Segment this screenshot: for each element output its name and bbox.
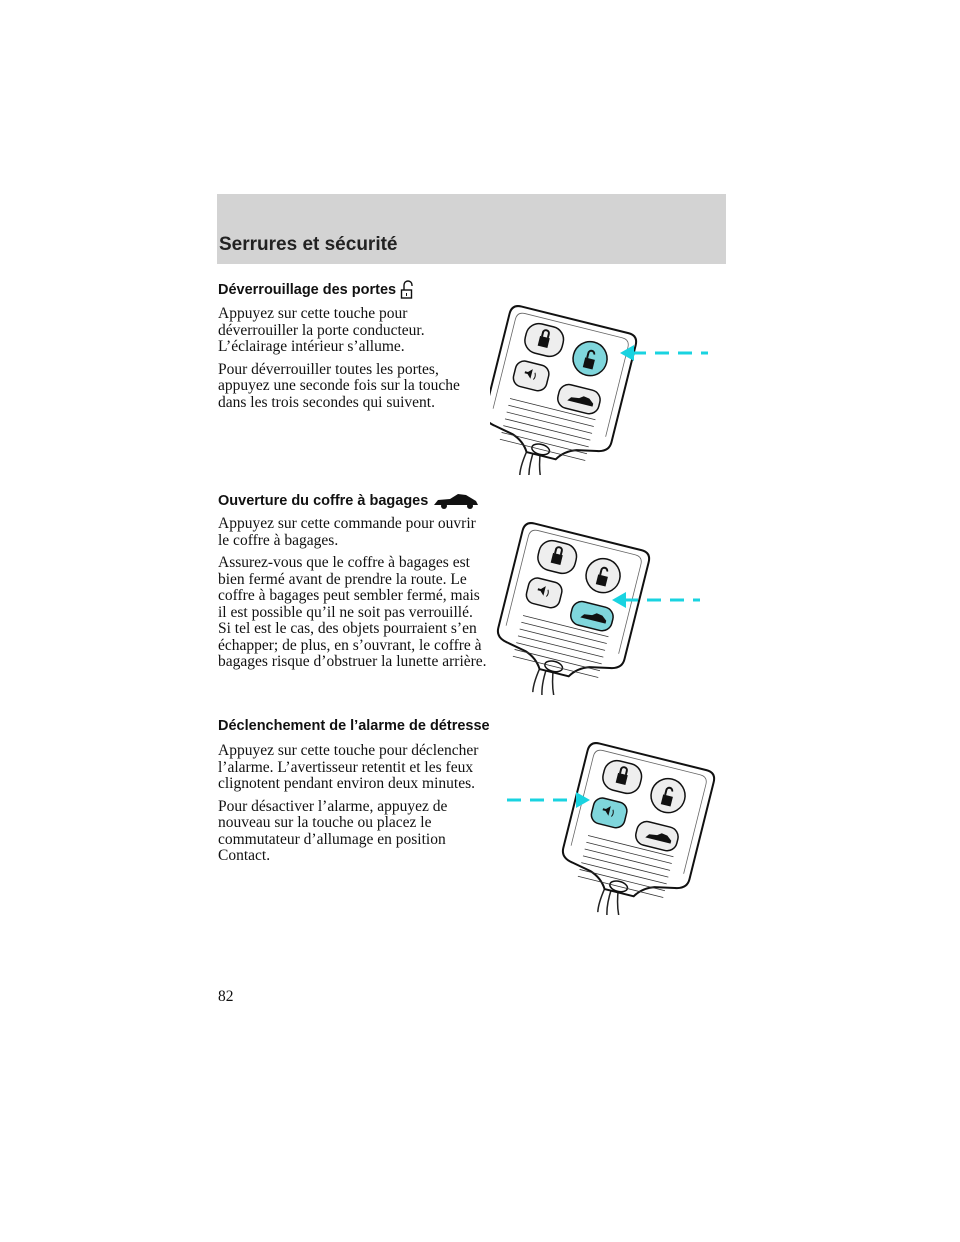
section-trunk-open: Ouverture du coffre à bagages Appuyez su… (218, 492, 488, 677)
section-title: Déclenchement de l’alarme de détresse (218, 718, 490, 734)
paragraph: Appuyez sur cette touche pour déverrouil… (218, 305, 425, 355)
keyfob-unlock-figure (490, 305, 708, 475)
fob-panic-button (590, 797, 628, 829)
fob-unlock-button (650, 777, 686, 814)
fob-unlock-button (585, 557, 621, 594)
paragraph: Pour désactiver l’alarme, appuyez de nou… (218, 797, 448, 864)
fob-trunk-button (557, 383, 601, 415)
section-door-unlock: Déverrouillage des portes Appuyez sur ce… (218, 280, 488, 417)
fob-panic-button (525, 577, 563, 609)
fob-lock-button (524, 322, 565, 358)
fob-lock-button (602, 759, 643, 795)
keyfob-panic-figure (507, 742, 716, 915)
callout-arrow (507, 792, 590, 808)
keyfob-trunk-figure (496, 522, 700, 695)
callout-arrow (612, 592, 700, 608)
section-header-band: Serrures et sécurité (217, 194, 726, 264)
paragraph: Appuyez sur cette commande pour ouvrir l… (218, 515, 476, 549)
page-number: 82 (218, 988, 234, 1005)
unlock-icon (400, 280, 413, 299)
fob-trunk-button (635, 820, 679, 852)
fob-trunk-button (570, 600, 614, 632)
fob-lock-button (537, 539, 578, 575)
section-title: Ouverture du coffre à bagages (218, 493, 429, 509)
fob-panic-button (512, 360, 550, 392)
section-title: Déverrouillage des portes (218, 282, 397, 298)
callout-arrow (620, 345, 708, 361)
section-panic-alarm: Déclenchement de l’alarme de détresse Ap… (218, 715, 490, 871)
paragraph: Appuyez sur cette touche pour déclencher… (218, 742, 479, 792)
page-title: Serrures et sécurité (219, 234, 398, 255)
paragraph: Assurez-vous que le coffre à bagages est… (218, 554, 487, 670)
trunk-car-icon (434, 494, 479, 509)
fob-unlock-button (572, 340, 608, 377)
paragraph: Pour déverrouiller toutes les portes, ap… (218, 360, 460, 411)
